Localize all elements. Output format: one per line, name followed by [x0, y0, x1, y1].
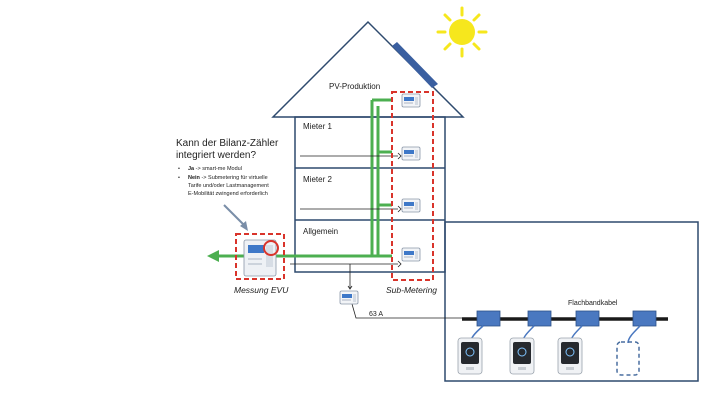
submetering-box: [391, 91, 434, 281]
highlight-circle: [263, 240, 279, 256]
charger-3: [557, 337, 583, 375]
messung-evu-box: [235, 233, 285, 280]
submeter-mieter1: [401, 146, 421, 161]
charger-placeholder: [616, 341, 640, 376]
meter-63a: [339, 290, 359, 305]
label-messung-evu: Messung EVU: [234, 285, 289, 295]
charger-2: [509, 337, 535, 375]
pointer-arrow: [223, 204, 248, 231]
svg-text:•: •: [178, 166, 180, 172]
svg-text:•: •: [178, 175, 180, 181]
submeter-mieter2: [401, 198, 421, 213]
label-flachbandkabel: Flachbandkabel: [568, 300, 618, 307]
house-body: [294, 116, 446, 273]
bullet-2: Nein -> Submetering für virtuelle: [188, 175, 268, 181]
bullet-list: • Ja -> smart-me Modul • Nein -> Submete…: [178, 166, 269, 197]
connector-boxes: [476, 310, 657, 327]
garage-box: [444, 221, 699, 382]
label-sub-metering: Sub-Metering: [386, 285, 437, 295]
sun-icon: [436, 6, 488, 58]
bullet-3: Tarife und/oder Lastmanagement: [188, 183, 269, 189]
label-mieter2: Mieter 2: [303, 175, 332, 184]
submeter-allgemein: [401, 247, 421, 262]
label-mieter1: Mieter 1: [303, 122, 332, 131]
bullet-1: Ja -> smart-me Modul: [188, 166, 242, 172]
solar-panel-icon: [392, 42, 438, 88]
submeter-pv: [401, 93, 421, 108]
label-allgemein: Allgemein: [303, 227, 338, 236]
main-meter-icon: [243, 239, 277, 277]
label-pv-produktion: PV-Produktion: [329, 82, 380, 91]
question-line2: integriert werden?: [176, 150, 256, 161]
charger-1: [457, 337, 483, 375]
label-63a: 63 A: [369, 311, 383, 318]
house-roof: [271, 20, 465, 118]
question-line1: Kann der Bilanz-Zähler: [176, 138, 279, 149]
bullet-4: E-Mobilität zwingend erforderlich: [188, 191, 268, 197]
